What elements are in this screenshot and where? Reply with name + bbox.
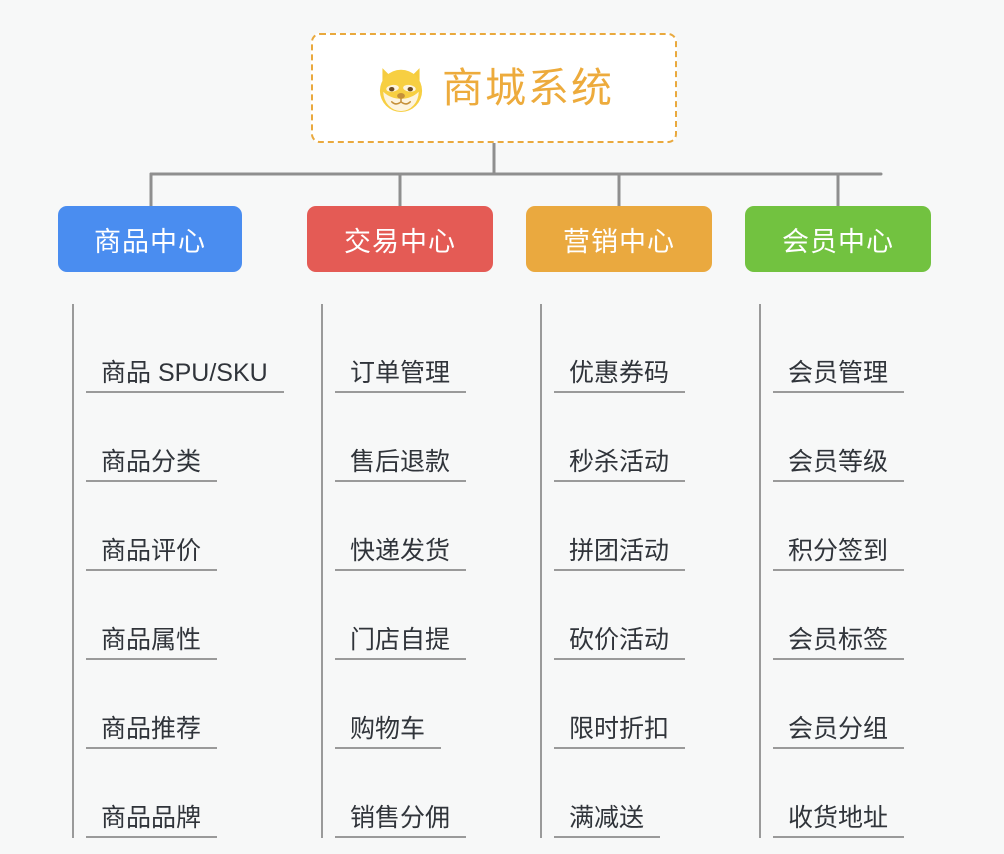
leaf-list-4: 会员管理 会员等级 积分签到 会员标签 会员分组 收货地址 xyxy=(745,304,931,838)
leaf-label: 购物车 xyxy=(350,714,426,743)
leaf-list-2: 订单管理 售后退款 快递发货 门店自提 购物车 销售分佣 xyxy=(307,304,493,838)
leaf-item[interactable]: 限时折扣 xyxy=(540,660,712,749)
leaf-item[interactable]: 砍价活动 xyxy=(540,571,712,660)
leaf-item[interactable]: 秒杀活动 xyxy=(540,393,712,482)
leaf-underline xyxy=(335,747,441,749)
leaf-item[interactable]: 商品属性 xyxy=(72,571,268,660)
branch-trunk-4 xyxy=(759,304,761,838)
branch-header-4[interactable]: 会员中心 xyxy=(745,206,931,272)
leaf-label: 收货地址 xyxy=(788,803,889,832)
root-title: 商城系统 xyxy=(442,64,614,111)
leaf-item[interactable]: 收货地址 xyxy=(759,749,931,838)
leaf-underline xyxy=(773,480,904,482)
leaf-label: 商品分类 xyxy=(101,447,202,476)
leaf-item[interactable]: 积分签到 xyxy=(759,482,931,571)
leaf-label: 订单管理 xyxy=(350,358,451,387)
leaf-label: 会员分组 xyxy=(788,714,889,743)
leaf-underline xyxy=(335,658,466,660)
leaf-label: 优惠券码 xyxy=(569,358,670,387)
branch-column-1: 商品中心 商品 SPU/SKU 商品分类 商品评价 商品属性 商品推荐 xyxy=(58,206,284,854)
leaf-label: 秒杀活动 xyxy=(569,447,670,476)
leaf-item[interactable]: 商品评价 xyxy=(72,482,268,571)
leaf-label: 限时折扣 xyxy=(569,714,670,743)
leaf-underline xyxy=(554,747,685,749)
leaf-underline xyxy=(86,836,217,838)
leaf-underline xyxy=(86,480,217,482)
leaf-underline xyxy=(335,391,466,393)
leaf-label: 满减送 xyxy=(569,803,645,832)
branch-column-3: 营销中心 优惠券码 秒杀活动 拼团活动 砍价活动 限时折扣 xyxy=(526,206,712,854)
leaf-label: 销售分佣 xyxy=(350,803,451,832)
leaf-label: 商品属性 xyxy=(101,625,202,654)
leaf-label: 会员管理 xyxy=(788,358,889,387)
leaf-item[interactable]: 商品推荐 xyxy=(72,660,268,749)
leaf-item[interactable]: 满减送 xyxy=(540,749,712,838)
branch-header-1[interactable]: 商品中心 xyxy=(58,206,242,272)
leaf-underline xyxy=(554,391,685,393)
leaf-label: 拼团活动 xyxy=(569,536,670,565)
leaf-item[interactable]: 商品分类 xyxy=(72,393,268,482)
leaf-underline xyxy=(86,569,217,571)
leaf-underline xyxy=(773,391,904,393)
leaf-item[interactable]: 购物车 xyxy=(321,660,493,749)
leaf-list-1: 商品 SPU/SKU 商品分类 商品评价 商品属性 商品推荐 商品品牌 xyxy=(58,304,284,838)
leaf-label: 积分签到 xyxy=(788,536,889,565)
leaf-label: 商品评价 xyxy=(101,536,202,565)
leaf-item[interactable]: 销售分佣 xyxy=(321,749,493,838)
leaf-item[interactable]: 门店自提 xyxy=(321,571,493,660)
branch-header-2[interactable]: 交易中心 xyxy=(307,206,493,272)
leaf-underline xyxy=(554,569,685,571)
leaf-item[interactable]: 商品品牌 xyxy=(72,749,268,838)
leaf-item[interactable]: 拼团活动 xyxy=(540,482,712,571)
leaf-underline xyxy=(773,747,904,749)
leaf-underline xyxy=(335,569,466,571)
leaf-label: 商品 SPU/SKU xyxy=(101,358,268,387)
leaf-label: 商品推荐 xyxy=(101,714,202,743)
leaf-underline xyxy=(554,658,685,660)
dog-face-icon xyxy=(379,68,423,113)
root-node[interactable]: 商城系统 xyxy=(311,33,677,143)
leaf-underline xyxy=(335,480,466,482)
leaf-underline xyxy=(335,836,466,838)
branch-column-2: 交易中心 订单管理 售后退款 快递发货 门店自提 购物车 xyxy=(307,206,493,854)
leaf-underline xyxy=(773,569,904,571)
leaf-item[interactable]: 售后退款 xyxy=(321,393,493,482)
leaf-list-3: 优惠券码 秒杀活动 拼团活动 砍价活动 限时折扣 满减送 xyxy=(526,304,712,838)
branch-trunk-1 xyxy=(72,304,74,838)
branch-column-4: 会员中心 会员管理 会员等级 积分签到 会员标签 会员分组 xyxy=(745,206,931,854)
leaf-item[interactable]: 订单管理 xyxy=(321,304,493,393)
leaf-item[interactable]: 商品 SPU/SKU xyxy=(72,304,284,393)
leaf-label: 会员等级 xyxy=(788,447,889,476)
leaf-item[interactable]: 会员标签 xyxy=(759,571,931,660)
leaf-item[interactable]: 优惠券码 xyxy=(540,304,712,393)
leaf-label: 商品品牌 xyxy=(101,803,202,832)
branch-trunk-2 xyxy=(321,304,323,838)
leaf-underline xyxy=(554,480,685,482)
leaf-label: 砍价活动 xyxy=(569,625,670,654)
leaf-underline xyxy=(554,836,660,838)
leaf-item[interactable]: 会员等级 xyxy=(759,393,931,482)
leaf-label: 快递发货 xyxy=(350,536,451,565)
leaf-underline xyxy=(86,747,217,749)
leaf-label: 会员标签 xyxy=(788,625,889,654)
leaf-item[interactable]: 快递发货 xyxy=(321,482,493,571)
leaf-label: 门店自提 xyxy=(350,625,451,654)
branch-trunk-3 xyxy=(540,304,542,838)
branch-header-3[interactable]: 营销中心 xyxy=(526,206,712,272)
leaf-item[interactable]: 会员分组 xyxy=(759,660,931,749)
leaf-label: 售后退款 xyxy=(350,447,451,476)
leaf-underline xyxy=(86,658,217,660)
leaf-item[interactable]: 会员管理 xyxy=(759,304,931,393)
leaf-underline xyxy=(773,836,904,838)
leaf-underline xyxy=(773,658,904,660)
leaf-underline xyxy=(86,391,284,393)
